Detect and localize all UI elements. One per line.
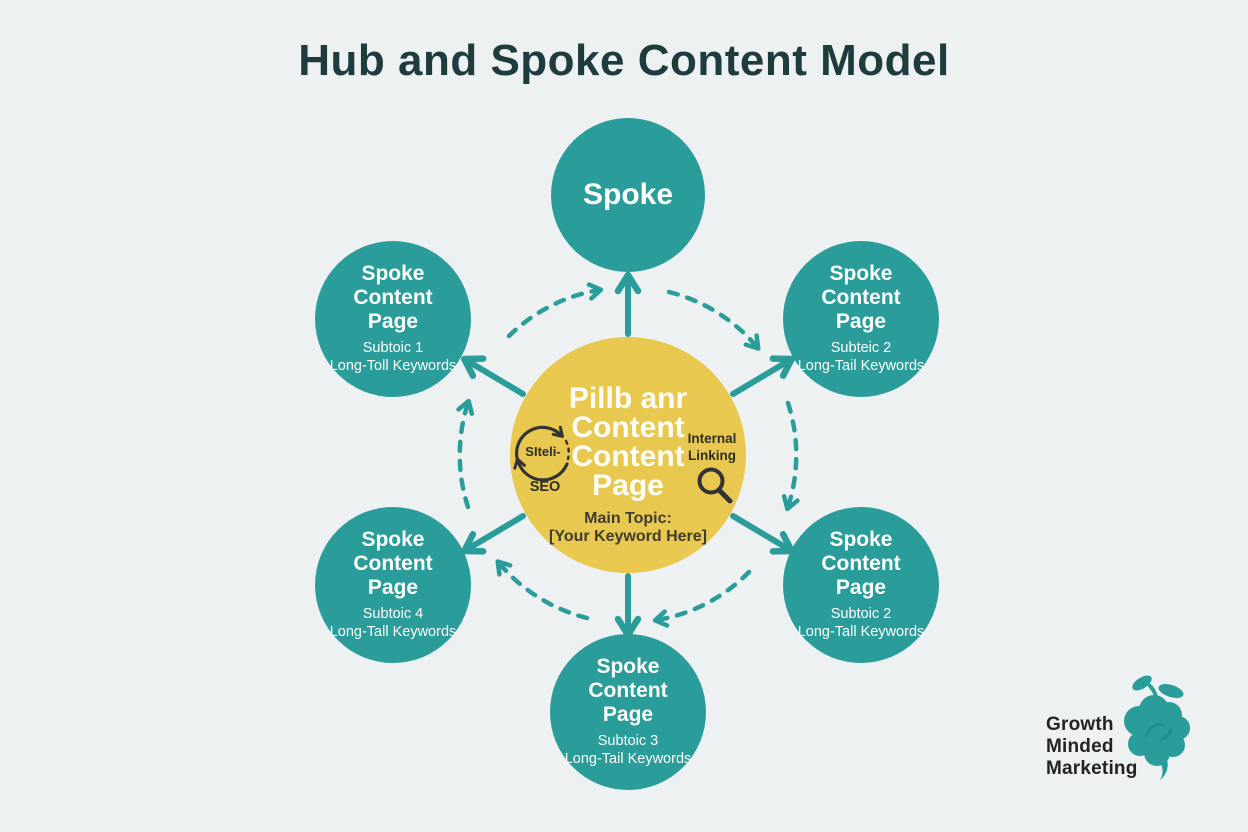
arrow-hub-to-bottom-left [461, 513, 526, 555]
page-title: Hub and Spoke Content Model [298, 36, 950, 85]
spoke-keywords: Long-Tail Keywords [564, 751, 692, 768]
spoke-circle-top: Spoke [551, 118, 705, 272]
dashed-arc-top-left [506, 282, 604, 339]
dashed-arc-top-right [666, 289, 761, 351]
spoke-subtopic: Subtoic 2 [830, 605, 892, 622]
arrow-hub-to-top-right [730, 355, 795, 397]
dashed-arc-right [781, 400, 800, 512]
radial-arrows [461, 271, 795, 639]
spoke-circle-bottom-left: Spoke Content Page Subtoic 4 Long-Tall K… [315, 507, 471, 663]
spoke-keywords: Long-Tall Keywords [797, 624, 925, 641]
dashed-arc-bottom-right [652, 569, 752, 628]
spoke-circle-top-right: Spoke Content Page Subteic 2 Long-Tail K… [783, 241, 939, 397]
spoke-title: Spoke Content Page [821, 261, 901, 333]
spoke-subtopic: Subteic 2 [830, 339, 892, 356]
seo-label: SEO [529, 479, 561, 495]
spoke-subtopic: Subtoic 3 [597, 732, 659, 749]
spoke-keywords: Long-Tall Keywords [329, 624, 457, 641]
spoke-subtopic: Subtoic 4 [362, 605, 424, 622]
spoke-subtopic: Subtoic 1 [362, 339, 424, 356]
hub-main-topic-value: [Your Keyword Here] [549, 528, 707, 545]
logo-text: Growth Minded Marketing [1046, 714, 1138, 779]
spoke-circle-top-left: Spoke Content Page Subtoic 1 Long-Toll K… [315, 241, 471, 397]
spoke-title: Spoke Content Page [821, 527, 901, 599]
dashed-flow-arcs [456, 282, 800, 628]
hub-main-topic-label: Main Topic: [584, 510, 672, 527]
spoke-circle-bottom-right: Spoke Content Page Subtoic 2 Long-Tall K… [783, 507, 939, 663]
spoke-title: Spoke Content Page [353, 527, 433, 599]
internal-linking-label: Internal Linking [687, 431, 737, 463]
spoke-title: Spoke Content Page [353, 261, 433, 333]
arrow-hub-to-top-left [461, 355, 526, 397]
spoke-keywords: Long-Toll Keywords [329, 358, 457, 375]
dashed-arc-left [456, 398, 475, 510]
seo-icon-label: SIteli- [525, 444, 561, 459]
hub-title: Pillb anr Content Content Page [568, 382, 688, 502]
arrow-hub-to-bottom-right [730, 513, 795, 555]
dashed-arc-bottom-left [495, 559, 590, 621]
spoke-keywords: Long-Tail Keywords [797, 358, 925, 375]
spoke-top-label: Spoke [582, 178, 674, 211]
spoke-circle-bottom: Spoke Content Page Subtoic 3 Long-Tail K… [550, 634, 706, 790]
spoke-title: Spoke Content Page [588, 654, 668, 726]
